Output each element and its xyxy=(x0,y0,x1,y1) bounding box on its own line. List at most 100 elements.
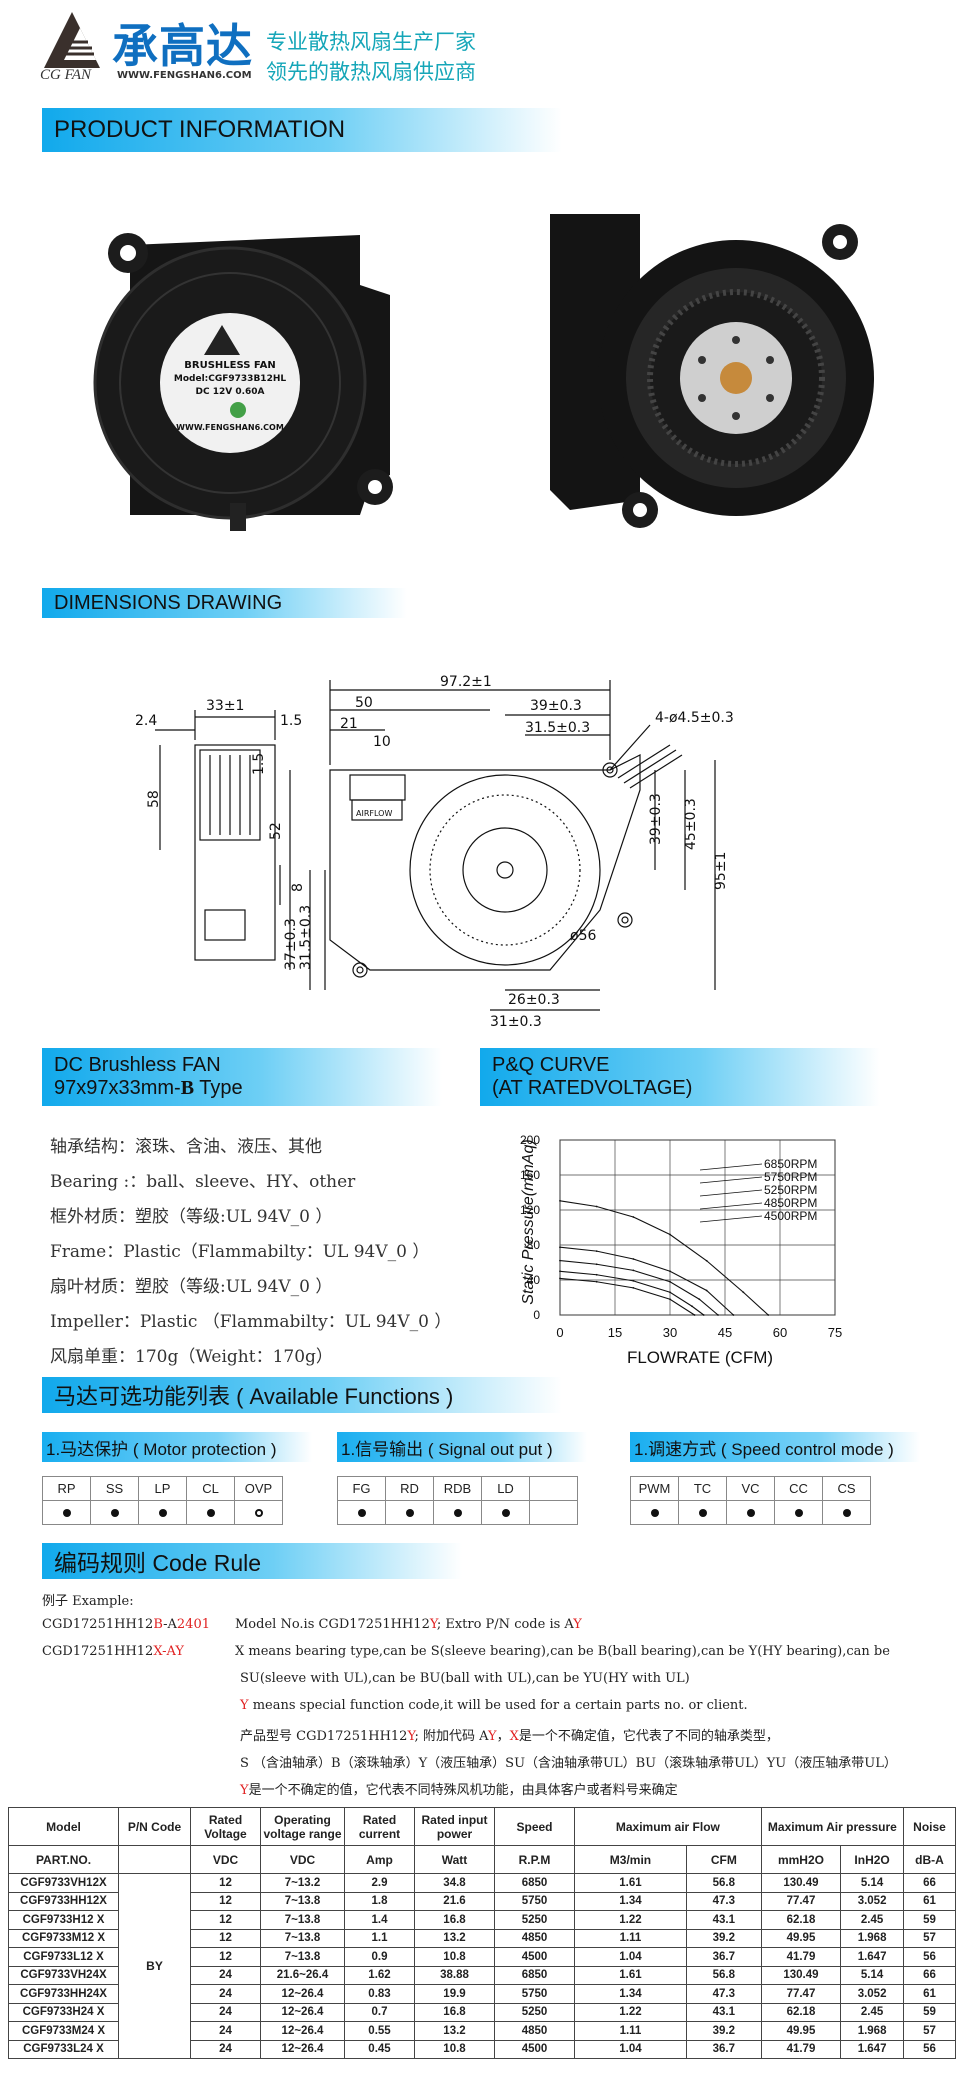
pq-x-tick-label: 60 xyxy=(773,1325,787,1340)
available-dot-icon xyxy=(357,1509,366,1517)
pq-point xyxy=(595,1205,598,1208)
dim-front-37-v: 37±0.3 xyxy=(283,918,299,970)
pq-legend-leader xyxy=(699,1202,763,1210)
table-cell: 10.8 xyxy=(414,1947,495,1967)
table-cell: 12 xyxy=(190,1873,261,1893)
table-cell: 12 xyxy=(190,1947,261,1967)
pq-series-line xyxy=(559,1270,705,1316)
dim-side-height: 58 xyxy=(146,790,162,808)
pq-point xyxy=(632,1269,635,1272)
table-cell: 5750 xyxy=(494,1891,575,1911)
col-header: Rated current xyxy=(344,1807,415,1846)
table-cell: 7~13.2 xyxy=(260,1873,345,1893)
pq-point xyxy=(632,1279,635,1282)
pq-point xyxy=(559,1259,561,1262)
pq-y-tick-label: 40 xyxy=(527,1273,541,1287)
pq-point xyxy=(691,1305,693,1308)
table-cell: 1.04 xyxy=(574,2039,687,2059)
dim-front-holes: 4-ø4.5±0.3 xyxy=(655,710,734,726)
table-cell: CGF9733VH12X xyxy=(8,1873,119,1893)
table-cell: 59 xyxy=(903,2002,956,2022)
function-code: RD xyxy=(385,1476,434,1501)
function-code: FG xyxy=(337,1476,386,1501)
function-code: CC xyxy=(774,1476,823,1501)
table-cell: 61 xyxy=(903,1891,956,1911)
table-cell: 1.34 xyxy=(574,1984,687,2004)
pq-legend-leader xyxy=(699,1163,763,1171)
rule-desc-1: X means bearing type,can be S(sleeve bea… xyxy=(235,1644,890,1659)
table-cell: 36.7 xyxy=(685,2039,762,2059)
example-code-1: CGD17251HH12B-A2401 xyxy=(42,1617,210,1632)
table-cell: 130.49 xyxy=(760,1873,842,1893)
dim-side-tab: 8 xyxy=(290,883,306,892)
col-header: P/N Code xyxy=(118,1807,191,1846)
table-cell: 12 xyxy=(190,1910,261,1930)
table-cell: CGF9733H24 X xyxy=(8,2002,119,2022)
col-header: Maximum air Flow xyxy=(574,1807,762,1846)
fan-type-size: 97x97x33mm-B Type xyxy=(54,1077,243,1099)
table-cell: 0.45 xyxy=(344,2039,415,2059)
section-banner-functions: 马达可选功能列表 ( Available Functions ) xyxy=(42,1377,562,1413)
dim-front-10: 10 xyxy=(373,734,391,750)
pq-point xyxy=(742,1291,745,1294)
table-cell: 130.49 xyxy=(760,1965,842,1985)
pq-legend-leader xyxy=(699,1215,763,1223)
unit-cell: VDC xyxy=(260,1845,345,1874)
table-cell: 5750 xyxy=(494,1984,575,2004)
table-cell: 1.968 xyxy=(840,1928,904,1948)
table-cell: 43.1 xyxy=(685,1910,762,1930)
unit-cell: R.P.M xyxy=(494,1845,575,1874)
table-cell: 1.61 xyxy=(574,1965,687,1985)
pq-point xyxy=(698,1298,701,1301)
pq-point xyxy=(705,1259,708,1262)
dim-side-lip-right: 1.5 xyxy=(280,713,302,729)
function-code: PWM xyxy=(630,1476,679,1501)
fan-photo-back xyxy=(540,210,900,535)
spec-bearing-cn: 轴承结构：滚珠、含油、液压、其他 xyxy=(50,1137,322,1157)
pq-y-tick-label: 160 xyxy=(520,1168,540,1182)
table-cell: 1.04 xyxy=(574,1947,687,1967)
table-cell: 13.2 xyxy=(414,1928,495,1948)
fan-label-line3: DC 12V 0.60A xyxy=(195,387,264,397)
table-cell: CGF9733L24 X xyxy=(8,2039,119,2059)
dim-front-31-5: 31.5±0.3 xyxy=(525,720,590,736)
col-header: Rated input power xyxy=(414,1807,495,1846)
pq-legend-entry: 4850RPM xyxy=(764,1196,817,1210)
function-code: LP xyxy=(138,1476,187,1501)
dim-front-52: 52 xyxy=(268,822,284,840)
fan-photo-front: BRUSHLESS FAN Model:CGF9733B12HL DC 12V … xyxy=(70,225,410,535)
example-model-line: Model No.is CGD17251HH12Y; Extro P/N cod… xyxy=(235,1617,582,1632)
available-dot-icon xyxy=(698,1509,707,1517)
table-cell: CGF9733H12 X xyxy=(8,1910,119,1930)
fan-label-line2: Model:CGF9733B12HL xyxy=(174,374,286,384)
table-cell: 56 xyxy=(903,1947,956,1967)
table-cell: 39.2 xyxy=(685,1928,762,1948)
function-code xyxy=(529,1476,578,1501)
available-dot-icon xyxy=(62,1509,71,1517)
table-cell: 4850 xyxy=(494,2021,575,2041)
table-cell: 66 xyxy=(903,1873,956,1893)
dim-front-31: 31±0.3 xyxy=(490,1014,542,1030)
function-code: TC xyxy=(678,1476,727,1501)
pq-x-tick-label: 45 xyxy=(718,1325,732,1340)
function-code: LD xyxy=(481,1476,530,1501)
pq-point xyxy=(632,1216,635,1218)
pq-point xyxy=(595,1273,598,1276)
pq-legend-entry: 5750RPM xyxy=(764,1170,817,1184)
function-code: CL xyxy=(186,1476,235,1501)
fan-type-title: DC Brushless FAN xyxy=(54,1054,221,1076)
table-cell: 24 xyxy=(190,2039,261,2059)
table-cell: 12~26.4 xyxy=(260,1984,345,2004)
dim-front-50: 50 xyxy=(355,695,373,711)
section-banner-pq-curve: P&Q CURVE (AT RATEDVOLTAGE) xyxy=(480,1048,880,1106)
col-header: Rated Voltage xyxy=(190,1807,261,1846)
available-dot-icon xyxy=(650,1509,659,1517)
table-cell: 16.8 xyxy=(414,1910,495,1930)
slogan-line-2: 领先的散热风扇供应商 xyxy=(266,60,476,84)
table-cell: 62.18 xyxy=(760,1910,842,1930)
table-cell: 1.61 xyxy=(574,1873,687,1893)
table-cell: 24 xyxy=(190,1965,261,1985)
